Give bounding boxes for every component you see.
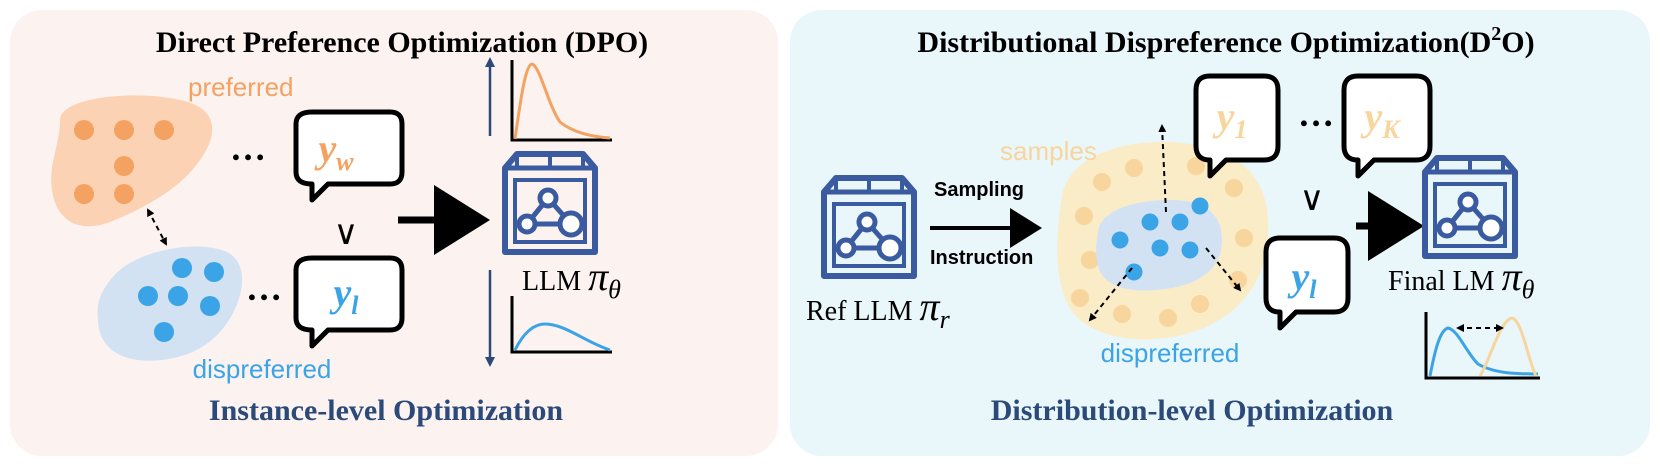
- bubble-y1: y1: [1193, 73, 1281, 179]
- svg-text:yw: yw: [314, 126, 354, 176]
- bubble-right-dispreferred-main: y: [1288, 254, 1310, 299]
- compare-symbol-right: ∨: [1300, 180, 1325, 218]
- bubble-y1-main: y: [1213, 94, 1235, 139]
- svg-text:y1: y1: [1213, 94, 1248, 144]
- bubble-y1-sub: 1: [1234, 115, 1247, 144]
- ref-llm-label: Ref LLM πr: [806, 284, 951, 334]
- bubble-right-dispreferred: yl: [1263, 235, 1351, 331]
- preferred-distribution-plot: [510, 60, 612, 142]
- ellipsis-right: …: [1298, 94, 1334, 134]
- instruction-label: Instruction: [930, 247, 1033, 269]
- d2o-title: Distributional Dispreference Optimizatio…: [917, 23, 1534, 59]
- sample-arrow-down-right: [1205, 247, 1242, 292]
- bubble-preferred-main: y: [314, 126, 336, 171]
- right-dispreferred-dots: [1111, 197, 1209, 281]
- samples-dots: [1071, 157, 1253, 327]
- dpo-title: Direct Preference Optimization (DPO): [156, 26, 648, 59]
- sampling-label: Sampling: [934, 179, 1024, 201]
- svg-text:yK: yK: [1360, 94, 1401, 144]
- bubble-yk: yK: [1341, 73, 1433, 179]
- dispreferred-distribution-plot: [510, 296, 612, 354]
- svg-text:yl: yl: [1288, 254, 1318, 304]
- ellipsis-top: …: [230, 128, 266, 168]
- bubble-dispreferred: yl: [293, 255, 405, 349]
- preferred-label: preferred: [188, 72, 294, 102]
- dpo-footer: Instance-level Optimization: [209, 394, 563, 427]
- final-lm-label: Final LM πθ: [1388, 254, 1535, 304]
- bubble-dispreferred-main: y: [330, 270, 352, 315]
- d2o-footer: Distribution-level Optimization: [991, 394, 1394, 427]
- distance-arrow-left: [147, 208, 167, 246]
- bubble-preferred-sub: w: [336, 147, 354, 176]
- preferred-dots: [74, 120, 174, 204]
- bubble-right-dispreferred-sub: l: [1309, 275, 1317, 304]
- compare-symbol-left: ∨: [334, 214, 359, 252]
- dpo-panel: [10, 10, 778, 456]
- ellipsis-bottom: …: [246, 268, 282, 308]
- dispreferred-label: dispreferred: [193, 354, 332, 384]
- svg-text:yl: yl: [330, 270, 360, 320]
- llm-label: LLM πθ: [522, 254, 621, 304]
- dispreferred-dots: [138, 258, 224, 342]
- samples-label: samples: [1000, 136, 1097, 166]
- bubble-yk-sub: K: [1381, 115, 1401, 144]
- bubble-yk-main: y: [1360, 94, 1382, 139]
- bubble-preferred: yw: [293, 109, 405, 203]
- bubble-dispreferred-sub: l: [351, 291, 359, 320]
- final-distribution-plot: [1424, 312, 1540, 380]
- sample-arrow-down-left: [1088, 267, 1133, 322]
- right-dispreferred-label: dispreferred: [1101, 338, 1240, 368]
